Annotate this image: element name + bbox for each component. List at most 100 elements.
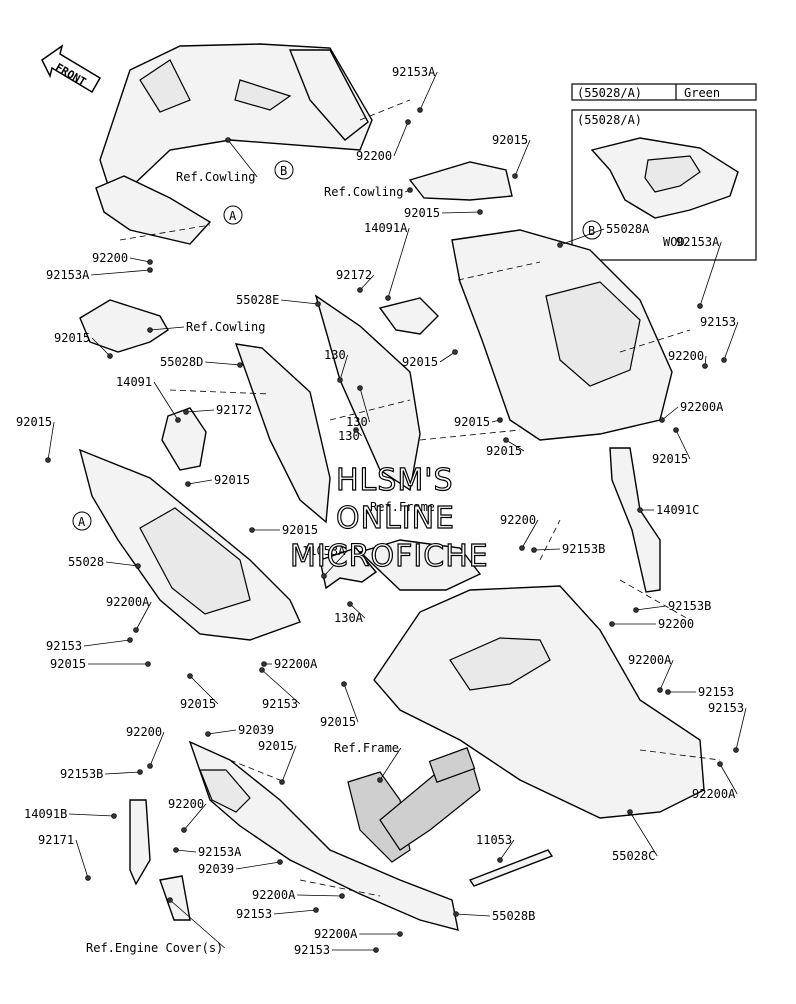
callout-label: 14091A <box>364 221 408 235</box>
fastener-icon <box>531 547 537 553</box>
leader-line <box>379 747 402 781</box>
fastener-icon <box>417 107 423 113</box>
callout-label: 92015 <box>652 452 688 466</box>
right-bracket <box>609 447 661 593</box>
leader-line <box>91 269 151 276</box>
leader-line <box>185 409 215 413</box>
fastener-icon <box>315 301 321 307</box>
leader-line <box>153 381 179 421</box>
circle-markers: A B B A <box>72 160 602 531</box>
leader-line <box>149 731 165 767</box>
leader-line <box>343 683 359 723</box>
front-arrow: FRONT <box>41 44 102 94</box>
fastener-icon <box>183 409 189 415</box>
callout-label: 130 <box>346 415 368 429</box>
ref-frame <box>347 747 481 863</box>
fastener-icon <box>127 637 133 643</box>
callout-label: 92015 <box>320 715 356 729</box>
fastener-icon <box>407 187 413 193</box>
leader-line <box>169 899 226 949</box>
callout-label: 55028A <box>606 222 650 236</box>
callout-label: 92015 <box>492 133 528 147</box>
fastener-icon <box>339 893 345 899</box>
callout-label: 92200 <box>168 797 204 811</box>
leader-line <box>297 894 343 897</box>
leader-line <box>349 603 366 619</box>
leader-line <box>207 729 237 735</box>
fastener-icon <box>181 827 187 833</box>
callout-label: 92015 <box>180 697 216 711</box>
leader-line <box>387 227 410 299</box>
callout-label: 92015 <box>258 739 294 753</box>
leader-line <box>149 326 185 331</box>
leader-line <box>455 913 491 917</box>
fastener-icon <box>111 813 117 819</box>
callout-label: 92015 <box>454 415 490 429</box>
callout-label: 92153B <box>60 767 103 781</box>
watermark: HLSM'S ONLINE MICROFICHE <box>289 462 489 574</box>
fastener-icon <box>357 287 363 293</box>
callout-label: 92015 <box>402 355 438 369</box>
callout-label: Ref.Cowling <box>176 170 255 184</box>
fastener-icon <box>512 173 518 179</box>
circle-a-left: A <box>78 515 86 529</box>
fastener-icon <box>609 621 615 627</box>
callout-label: 92153B <box>562 542 605 556</box>
fastener-icon <box>397 931 403 937</box>
callout-label: 130 <box>324 348 346 362</box>
fastener-icon <box>167 897 173 903</box>
upper-cowling <box>95 43 373 245</box>
callout-label: Ref.Cowling <box>324 185 403 199</box>
callout-labels: 92153A92200Ref.Cowling92015Ref.Cowling92… <box>16 65 747 957</box>
left-side-cowl <box>78 299 301 641</box>
callout-label: 92153A <box>198 845 242 859</box>
callout-label: 92153 <box>698 685 734 699</box>
callout-label: 11053 <box>476 833 512 847</box>
fastener-icon <box>519 545 525 551</box>
leader-line <box>723 321 739 361</box>
callout-label: 55028D <box>160 355 203 369</box>
fastener-icon <box>385 295 391 301</box>
leader-line <box>359 274 375 291</box>
fastener-icon <box>697 303 703 309</box>
fastener-icon <box>503 437 509 443</box>
leader-line <box>129 257 151 263</box>
duct-panels <box>234 294 421 524</box>
callout-label: 92015 <box>16 415 52 429</box>
fastener-icon <box>733 747 739 753</box>
leader-line <box>699 241 722 307</box>
fastener-icon <box>665 689 671 695</box>
bar-11053 <box>468 849 554 887</box>
callout-label: 130 <box>338 429 360 443</box>
fastener-icon <box>85 875 91 881</box>
fastener-icon <box>107 353 113 359</box>
fastener-icon <box>321 573 327 579</box>
callout-label: Ref.Frame <box>334 741 399 755</box>
leader-line <box>261 669 301 705</box>
fastener-icon <box>133 627 139 633</box>
callout-label: 92039 <box>198 862 234 876</box>
callout-label: 92039 <box>238 723 274 737</box>
leader-line <box>183 803 207 831</box>
fastener-icon <box>373 947 379 953</box>
leader-line <box>83 639 131 647</box>
fastener-icon <box>279 779 285 785</box>
watermark-line-3: MICROFICHE <box>290 539 489 574</box>
callout-label: 92200 <box>500 513 536 527</box>
lower-cowl <box>188 740 459 931</box>
leader-line <box>659 659 674 691</box>
callout-label: Ref.Cowling <box>186 320 265 334</box>
fastener-icon <box>452 349 458 355</box>
fastener-icon <box>259 667 265 673</box>
left-bracket <box>129 799 191 921</box>
fastener-icon <box>633 607 639 613</box>
fastener-icon <box>313 907 319 913</box>
leader-line <box>323 550 348 577</box>
callout-label: Ref.Engine Cover(s) <box>86 941 223 955</box>
callout-label: 92200 <box>356 149 392 163</box>
leader-line <box>359 387 370 423</box>
callout-label: 92200A <box>314 927 358 941</box>
callout-label: 130A <box>334 611 364 625</box>
callout-label: 92153A <box>676 235 720 249</box>
